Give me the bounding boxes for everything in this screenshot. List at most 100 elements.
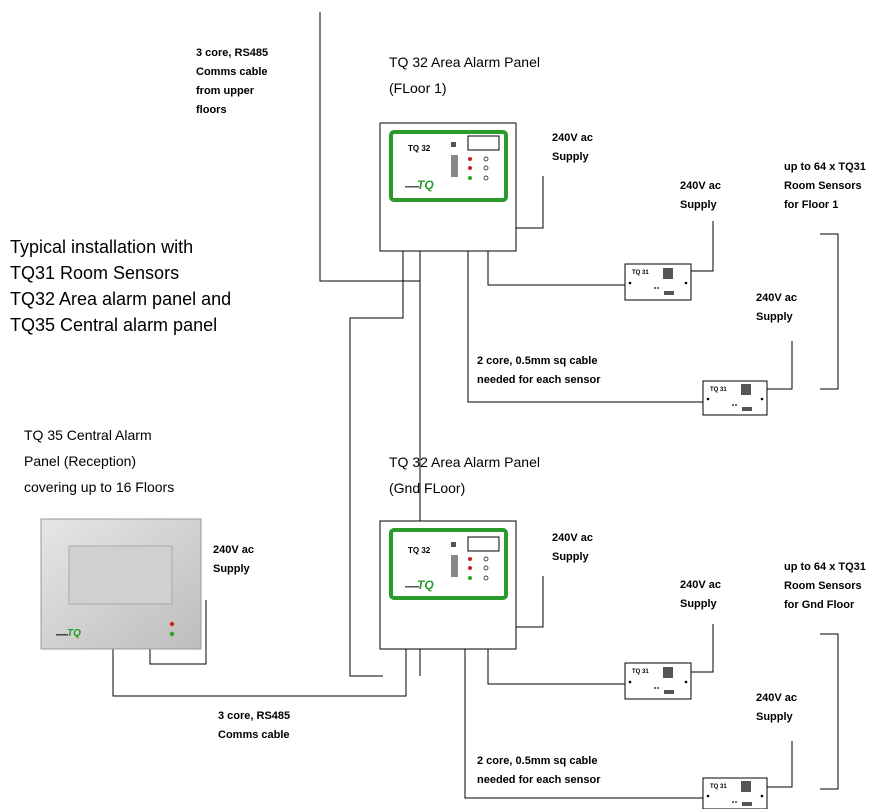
sensor-vent	[741, 781, 751, 792]
gnd-cable-line-2: needed for each sensor	[477, 774, 601, 786]
upper-comms-line-3: from upper	[196, 85, 255, 97]
sensor-model: TQ 31	[710, 784, 727, 790]
floor1-panel-text-block	[451, 142, 456, 147]
sensor-led	[657, 287, 659, 289]
central-led-red	[169, 621, 175, 627]
sensor-vent	[663, 667, 673, 678]
central-panel-title: TQ 35 Central Alarm Panel (Reception) co…	[24, 427, 174, 495]
central-supply-wire	[149, 600, 207, 665]
gnd-led-red-1	[468, 557, 472, 561]
sensor-vent	[664, 291, 674, 295]
floor1-sensor2-supply-label: 240V ac Supply	[756, 292, 797, 323]
sensor-led	[654, 287, 656, 289]
supply-line-1: 240V ac	[680, 579, 721, 591]
gnd-bracket	[820, 633, 839, 790]
supply-line-2: Supply	[213, 563, 251, 575]
gnd-room-sensor-2: TQ 31	[702, 777, 768, 809]
floor1-note-line-1: up to 64 x TQ31	[784, 161, 866, 173]
sensor-led	[654, 687, 656, 689]
intro-line-2: TQ31 Room Sensors	[10, 263, 179, 283]
floor1-sensor2-supply-wire	[767, 341, 793, 390]
floor1-note-line-2: Room Sensors	[784, 180, 862, 192]
bottom-comms-line-1: 3 core, RS485	[218, 710, 290, 722]
gnd-sensor1-supply-wire	[691, 624, 714, 673]
sensor-vent	[742, 802, 752, 806]
sensor-box	[702, 777, 768, 809]
riser-wire-left	[349, 251, 404, 677]
gnd-sensor-note: up to 64 x TQ31 Room Sensors for Gnd Flo…	[784, 561, 866, 611]
floor1-panel-display	[467, 135, 500, 151]
central-led-green	[169, 631, 175, 637]
sensor-vent	[742, 407, 752, 411]
upper-comms-label: 3 core, RS485 Comms cable from upper flo…	[196, 47, 268, 116]
bottom-comms-line-2: Comms cable	[218, 729, 290, 741]
upper-comms-line-1: 3 core, RS485	[196, 47, 268, 59]
sensor-vent	[663, 268, 673, 279]
gnd-panel-model: TQ 32	[408, 546, 431, 555]
upper-comms-line-2: Comms cable	[196, 66, 268, 78]
central-title-line-1: TQ 35 Central Alarm	[24, 427, 152, 443]
sensor-led	[735, 404, 737, 406]
upper-comms-line-4: floors	[196, 104, 227, 116]
floor1-title-line-1: TQ 32 Area Alarm Panel	[389, 54, 540, 70]
floor1-panel-text-block	[451, 155, 458, 177]
gnd-sensor-cable-label: 2 core, 0.5mm sq cable needed for each s…	[477, 755, 601, 786]
supply-line-1: 240V ac	[213, 544, 254, 556]
gnd-panel-supply-label: 240V ac Supply	[552, 532, 593, 563]
central-comms-wire	[112, 649, 407, 697]
floor1-led-red-2	[468, 166, 472, 170]
gnd-logo: TQ	[417, 578, 434, 592]
gnd-logo-underline	[405, 586, 419, 588]
supply-line-2: Supply	[680, 199, 718, 211]
sensor-box	[624, 263, 692, 301]
intro-line-3: TQ32 Area alarm panel and	[10, 289, 231, 309]
floor1-sensor1-wire	[487, 251, 625, 286]
floor1-sensor-note: up to 64 x TQ31 Room Sensors for Floor 1	[784, 161, 866, 211]
wiring	[112, 12, 839, 799]
sensor-box	[624, 662, 692, 700]
sensor-screw	[684, 281, 688, 285]
floor1-bracket	[820, 233, 839, 390]
sensor-model: TQ 31	[632, 270, 649, 276]
gnd-note-line-2: Room Sensors	[784, 580, 862, 592]
sensor-led	[735, 801, 737, 803]
gnd-note-line-1: up to 64 x TQ31	[784, 561, 866, 573]
supply-line-1: 240V ac	[680, 180, 721, 192]
sensor-led	[657, 687, 659, 689]
intro-heading: Typical installation with TQ31 Room Sens…	[10, 237, 231, 335]
gnd-sensor1-supply-label: 240V ac Supply	[680, 579, 721, 610]
floor1-led-red-1	[468, 157, 472, 161]
central-alarm-panel: TQ	[40, 518, 202, 650]
floor1-cable-line-1: 2 core, 0.5mm sq cable	[477, 355, 597, 367]
sensor-screw	[706, 397, 710, 401]
sensor-model: TQ 31	[710, 387, 727, 393]
gnd-panel-display	[467, 536, 500, 552]
gnd-title-line-1: TQ 32 Area Alarm Panel	[389, 454, 540, 470]
supply-line-1: 240V ac	[552, 132, 593, 144]
gnd-room-sensor-1: TQ 31	[624, 662, 692, 700]
intro-line-1: Typical installation with	[10, 237, 193, 257]
gnd-panel-title: TQ 32 Area Alarm Panel (Gnd FLoor)	[389, 454, 540, 496]
supply-line-1: 240V ac	[756, 692, 797, 704]
gnd-led-green	[468, 576, 472, 580]
supply-line-2: Supply	[756, 311, 794, 323]
floor1-button-1	[483, 156, 489, 162]
sensor-model: TQ 31	[632, 669, 649, 675]
floor1-panel-supply-label: 240V ac Supply	[552, 132, 593, 163]
sensor-screw	[760, 397, 764, 401]
sensor-screw	[706, 794, 710, 798]
gnd-sensor2-supply-label: 240V ac Supply	[756, 692, 797, 723]
floor1-sensor1-supply-wire	[691, 221, 714, 272]
supply-line-1: 240V ac	[552, 532, 593, 544]
floor1-led-green	[468, 176, 472, 180]
floor1-area-panel: TQ 32 TQ	[379, 122, 517, 252]
floor1-sensor1-supply-label: 240V ac Supply	[680, 180, 721, 211]
gnd-button-3	[483, 575, 489, 581]
floor1-room-sensor-1: TQ 31	[624, 263, 692, 301]
central-supply-label: 240V ac Supply	[213, 544, 254, 575]
central-title-line-3: covering up to 16 Floors	[24, 479, 174, 495]
floor1-panel-title: TQ 32 Area Alarm Panel (FLoor 1)	[389, 54, 540, 96]
gnd-title-line-2: (Gnd FLoor)	[389, 480, 465, 496]
floor1-panel-model: TQ 32	[408, 144, 431, 153]
floor1-button-2	[483, 165, 489, 171]
